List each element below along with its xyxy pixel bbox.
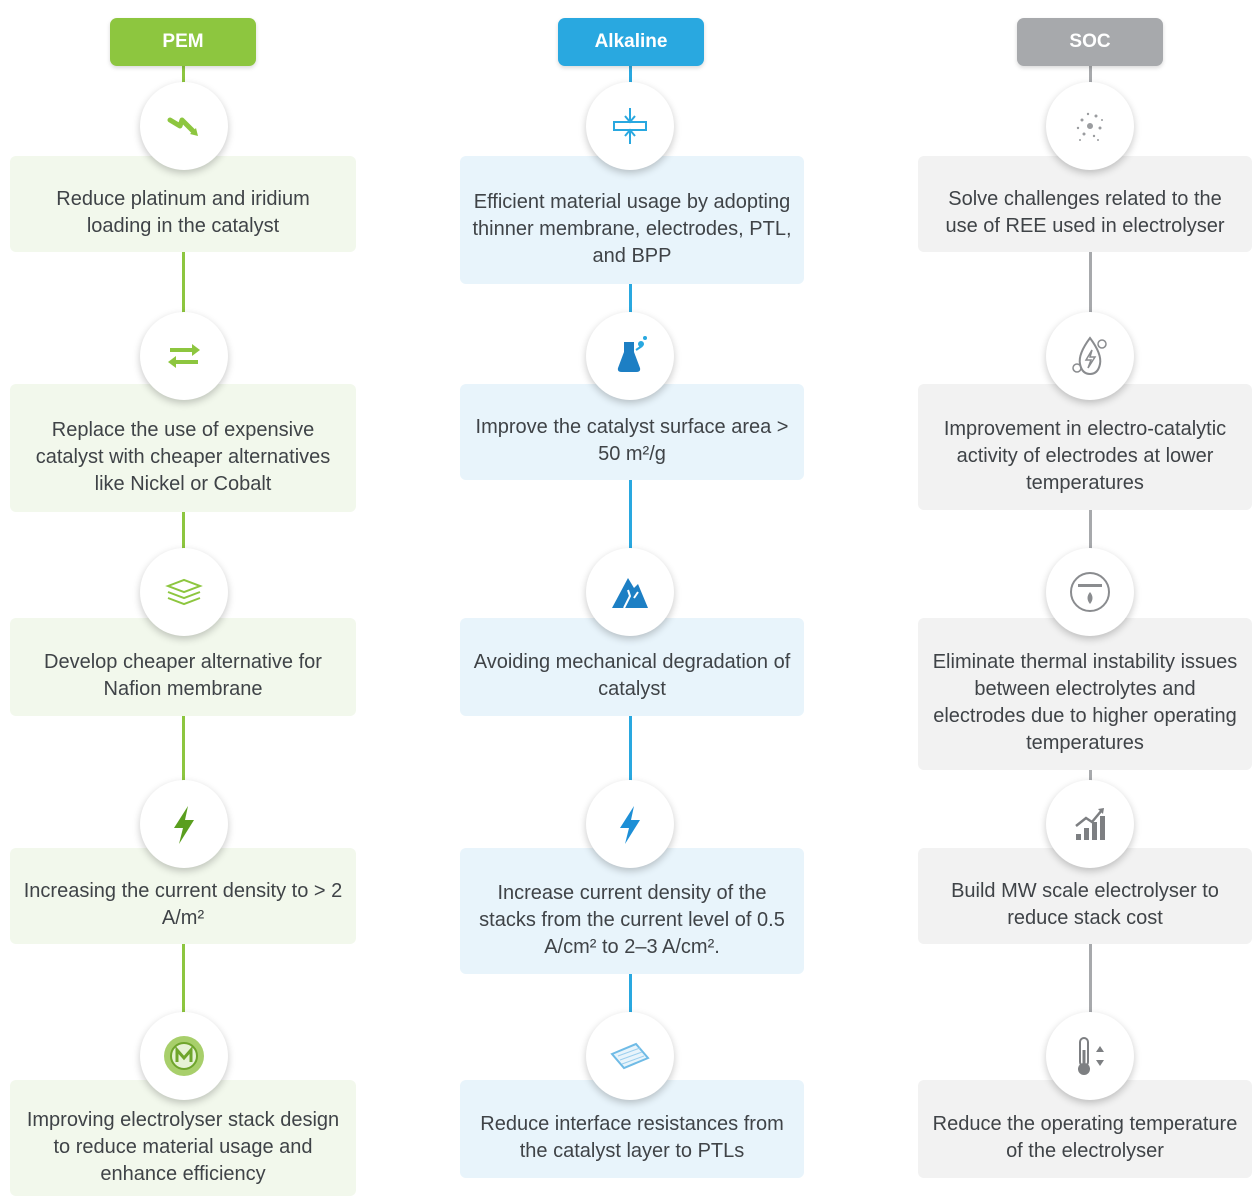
connector-line [1089, 510, 1092, 566]
pem-step-1-box: Reduce platinum and iridium loading in t… [10, 156, 356, 252]
soc-step-4-box: Build MW scale electrolyser to reduce st… [918, 848, 1252, 944]
stack-design-badge-icon [140, 1012, 228, 1100]
step-text: Reduce platinum and iridium loading in t… [56, 188, 310, 237]
step-text: Increase current density of the stacks f… [479, 881, 785, 958]
soc-column: SOC Solve challenges related to the use … [910, 0, 1252, 1200]
alkaline-step-1-box: Efficient material usage by adopting thi… [460, 156, 804, 284]
alkaline-step-2-box: Improve the catalyst surface area > 50 m… [460, 384, 804, 480]
step-text: Increasing the current density to > 2 A/… [23, 880, 343, 929]
curved-arrow-icon [140, 82, 228, 170]
thin-membrane-compress-icon [586, 82, 674, 170]
step-text: Replace the use of expensive catalyst wi… [35, 418, 331, 495]
step-text: Build MW scale electrolyser to reduce st… [951, 880, 1219, 929]
pem-step-2-box: Replace the use of expensive catalyst wi… [10, 384, 356, 512]
mesh-layer-icon [586, 1012, 674, 1100]
electro-catalytic-drop-icon [1046, 312, 1134, 400]
connector-line [629, 284, 632, 332]
connector-line [629, 480, 632, 566]
exchange-arrows-icon [140, 312, 228, 400]
soc-step-5-box: Reduce the operating temperature of the … [918, 1080, 1252, 1178]
thermometer-icon [1046, 1012, 1134, 1100]
lightning-bolt-icon [586, 780, 674, 868]
growth-chart-icon [1046, 780, 1134, 868]
pem-step-3-box: Develop cheaper alternative for Nafion m… [10, 618, 356, 716]
lightning-bolt-icon [140, 780, 228, 868]
step-text: Improvement in electro-catalytic activit… [943, 417, 1227, 494]
connector-line [182, 716, 185, 796]
membrane-layers-icon [140, 548, 228, 636]
connector-line [182, 944, 185, 1026]
step-text: Improve the catalyst surface area > 50 m… [475, 416, 789, 465]
connector-line [182, 512, 185, 566]
soc-header: SOC [1017, 18, 1163, 66]
step-text: Improving electrolyser stack design to r… [26, 1108, 340, 1185]
connector-line [182, 252, 185, 332]
soc-step-3-box: Eliminate thermal instability issues bet… [918, 618, 1252, 770]
step-text: Avoiding mechanical degradation of catal… [473, 651, 791, 700]
step-text: Reduce interface resistances from the ca… [480, 1113, 784, 1162]
pem-header: PEM [110, 18, 256, 66]
alkaline-step-4-box: Increase current density of the stacks f… [460, 848, 804, 974]
catalyst-flask-icon [586, 312, 674, 400]
step-text: Eliminate thermal instability issues bet… [932, 651, 1238, 754]
step-text: Efficient material usage by adopting thi… [472, 190, 792, 267]
step-text: Solve challenges related to the use of R… [945, 188, 1225, 237]
thermal-gauge-icon [1046, 548, 1134, 636]
soc-step-2-box: Improvement in electro-catalytic activit… [918, 384, 1252, 510]
soc-step-1-box: Solve challenges related to the use of R… [918, 156, 1252, 252]
step-text: Develop cheaper alternative for Nafion m… [44, 651, 322, 700]
connector-line [629, 974, 632, 1026]
step-text: Reduce the operating temperature of the … [932, 1113, 1238, 1162]
pem-column: PEM Reduce platinum and iridium loading … [0, 0, 366, 1200]
connector-line [1089, 252, 1092, 332]
connector-line [1089, 944, 1092, 1026]
rare-earth-particles-icon [1046, 82, 1134, 170]
alkaline-step-3-box: Avoiding mechanical degradation of catal… [460, 618, 804, 716]
cracked-mountain-icon [586, 548, 674, 636]
alkaline-header: Alkaline [558, 18, 704, 66]
connector-line [629, 716, 632, 796]
alkaline-column: Alkaline Efficient material usage by ado… [450, 0, 812, 1200]
